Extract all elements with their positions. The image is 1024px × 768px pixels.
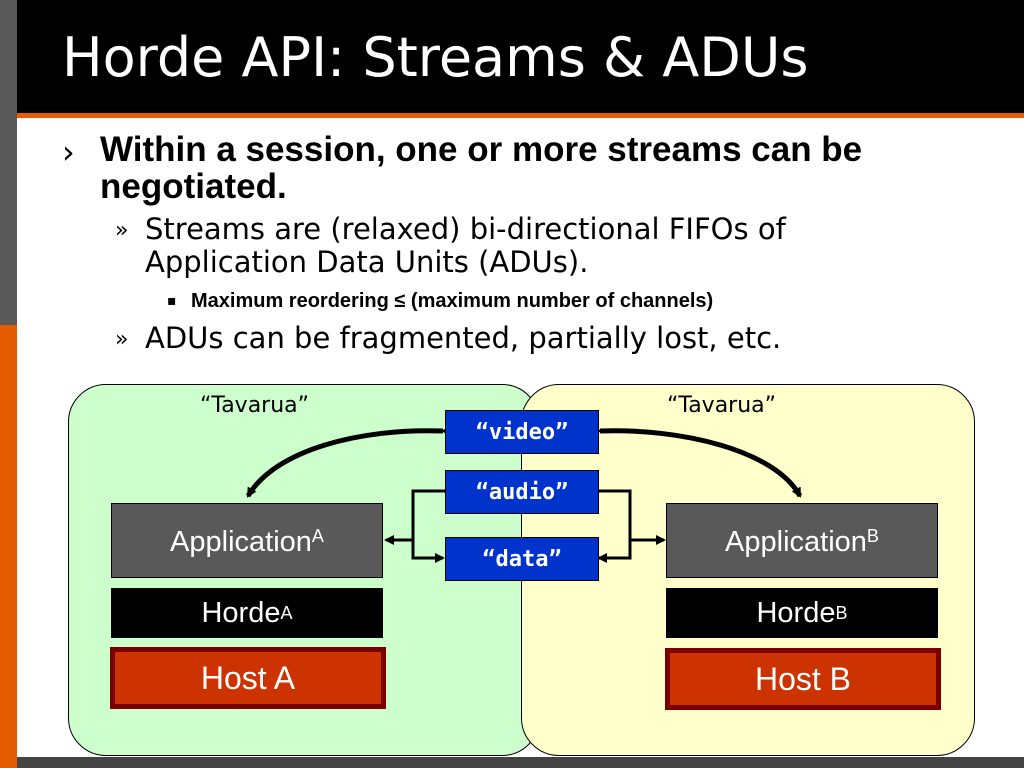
bullet-marker-level3: ▪ <box>167 293 177 309</box>
bullet-level1: Within a session, one or more streams ca… <box>100 130 863 206</box>
application-a-label: Application <box>170 526 312 558</box>
bullet-level3: Maximum reordering ≤ (maximum number of … <box>191 290 714 312</box>
panel-a-title: “Tavarua” <box>200 393 310 418</box>
panel-b-title: “Tavarua” <box>667 393 777 418</box>
horde-b-sub: B <box>835 602 848 623</box>
stream-audio: “audio” <box>445 470 599 514</box>
video-arrow-right <box>591 426 803 498</box>
application-a-sub: A <box>311 526 324 546</box>
bracket-right <box>591 486 632 563</box>
application-b-sub: B <box>866 526 879 546</box>
host-a-label: Host A <box>115 652 381 704</box>
title-underline <box>17 113 1024 118</box>
bullet-level2-a: Streams are (relaxed) bi-directional FIF… <box>145 212 786 279</box>
slide-title: Horde API: Streams & ADUs <box>62 26 809 89</box>
bottom-strip <box>17 757 1024 768</box>
stream-video: “video” <box>445 410 599 454</box>
side-bar-orange <box>0 325 17 768</box>
bullet-marker-level2-a: » <box>115 218 129 243</box>
bullet-level2-b: ADUs can be fragmented, partially lost, … <box>145 321 782 355</box>
horde-b-label: Horde <box>756 596 836 629</box>
bracket-left <box>411 486 451 563</box>
application-b-label: Application <box>725 526 867 558</box>
title-bar <box>17 0 1024 113</box>
horde-a-sub: A <box>280 602 293 623</box>
video-arrow-left <box>245 426 452 498</box>
side-bar-gray <box>0 0 17 325</box>
stream-data: “data” <box>445 537 599 581</box>
bullet-marker-level1: › <box>62 133 75 171</box>
bullet-marker-level2-b: » <box>115 327 129 352</box>
host-b-box: Host B <box>665 648 941 710</box>
horde-a-label: Horde <box>201 596 281 629</box>
host-a-box: Host A <box>110 647 386 709</box>
host-b-label: Host B <box>670 653 936 705</box>
